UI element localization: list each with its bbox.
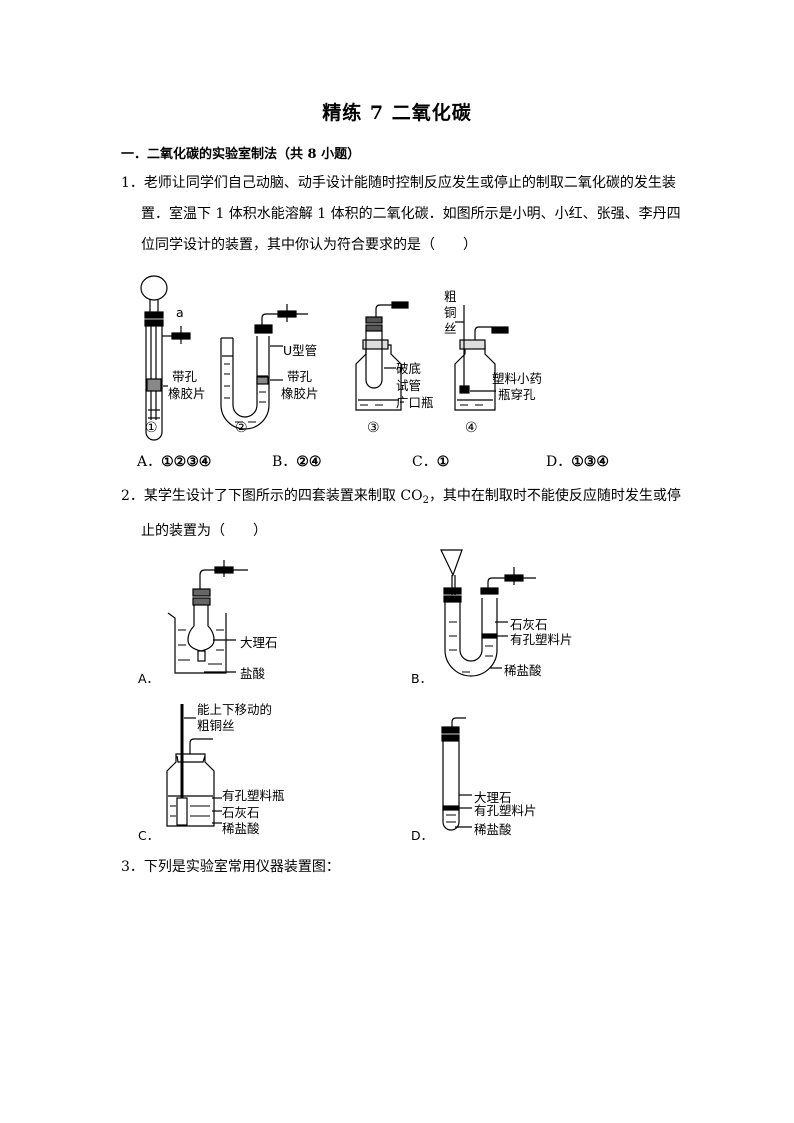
option-letter: D． [546, 454, 572, 470]
option-text: ②④ [296, 454, 322, 470]
question-text-line: 老师让同学们自己动脑、动手设计能随时控制反应发生或停止的制取二氧化碳的发生装 [143, 175, 676, 191]
label-coarse: 粗 [444, 289, 457, 304]
option-letter: A． [137, 454, 162, 470]
label-rubber-sheet: 橡胶片 [281, 386, 319, 401]
label-copper: 铜 [444, 305, 457, 320]
label-perforated-plastic-sheet: 有孔塑料片 [510, 632, 573, 647]
label-plastic-bottle: 塑料小药 [492, 371, 543, 386]
section-heading: 一．二氧化碳的实验室制法（共 8 小题） [121, 147, 361, 162]
option-d[interactable]: D．①③④ [546, 451, 609, 471]
apparatus-number: ④ [465, 420, 478, 436]
question-text-line: 位同学设计的装置，其中你认为符合要求的是（ ） [141, 237, 477, 253]
option-text: ①②③④ [161, 454, 212, 470]
option-text: ① [436, 454, 450, 470]
apparatus-number: ① [145, 420, 158, 436]
option-a[interactable]: A．①②③④ [137, 451, 211, 471]
question-text: 某学生设计了下图所示的四套装置来制取 CO [143, 488, 423, 504]
question-1: 1．老师让同学们自己动脑、动手设计能随时控制反应发生或停止的制取二氧化碳的发生装… [121, 168, 681, 261]
figure-letter-d: D． [411, 828, 434, 843]
question-number: 3． [121, 859, 144, 875]
question-text: ，其中在制取时不能使反应随时发生或停 [428, 488, 681, 504]
label-rubber-sheet: 橡胶片 [168, 386, 206, 401]
label-perforated-plastic-sheet: 有孔塑料片 [474, 803, 537, 818]
question-text: 下列是实验室常用仪器装置图： [143, 859, 340, 875]
option-c[interactable]: C．① [412, 451, 449, 471]
subscript: 2 [422, 495, 429, 506]
label-movable: 能上下移动的 [197, 702, 273, 717]
question-text-line: 置．室温下 1 体积水能溶解 1 体积的二氧化碳．如图所示是小明、小红、张强、李… [141, 206, 681, 222]
label-with-holes: 带孔 [287, 369, 313, 384]
label-wire: 丝 [444, 321, 457, 336]
page-title: 精练 7 二氧化碳 [322, 102, 472, 124]
apparatus-number: ③ [367, 420, 380, 436]
label-dilute-hcl: 稀盐酸 [222, 821, 260, 836]
label-marble: 大理石 [474, 790, 512, 805]
label-marble: 大理石 [240, 635, 278, 650]
label-dilute-hcl: 稀盐酸 [474, 822, 512, 837]
question-number: 2． [121, 488, 144, 504]
option-letter: B． [272, 454, 297, 470]
question-2: 2．某学生设计了下图所示的四套装置来制取 CO2，其中在制取时不能使反应随时发生… [121, 481, 681, 547]
label-perforated-plastic-bottle: 有孔塑料瓶 [222, 788, 285, 803]
option-text: ①③④ [571, 454, 609, 470]
question-text-line: 止的装置为（ ） [141, 523, 267, 539]
figure-letter-c: C． [138, 828, 160, 843]
apparatus-number: ② [235, 420, 248, 436]
label-perforated: 瓶穿孔 [498, 387, 536, 402]
label-broken-bottom: 破底 [396, 361, 422, 376]
label-copper-wire: 粗铜丝 [197, 718, 235, 733]
option-letter: C． [412, 454, 437, 470]
figure-letter-b: B． [411, 671, 433, 686]
question-3: 3．下列是实验室常用仪器装置图： [121, 856, 340, 876]
label-dilute-hcl: 稀盐酸 [504, 663, 542, 678]
label-limestone: 石灰石 [510, 617, 548, 632]
question-number: 1． [121, 175, 144, 191]
label-wide-mouth-bottle: 广口瓶 [396, 395, 434, 410]
label-with-holes: 带孔 [172, 369, 198, 384]
label-a: a [176, 305, 184, 320]
label-test-tube: 试管 [396, 378, 422, 393]
label-u-tube: U型管 [283, 343, 318, 358]
option-b[interactable]: B．②④ [272, 451, 321, 471]
figure-letter-a: A． [138, 671, 160, 686]
label-hydrochloric-acid: 盐酸 [240, 666, 266, 681]
label-limestone: 石灰石 [222, 805, 260, 820]
